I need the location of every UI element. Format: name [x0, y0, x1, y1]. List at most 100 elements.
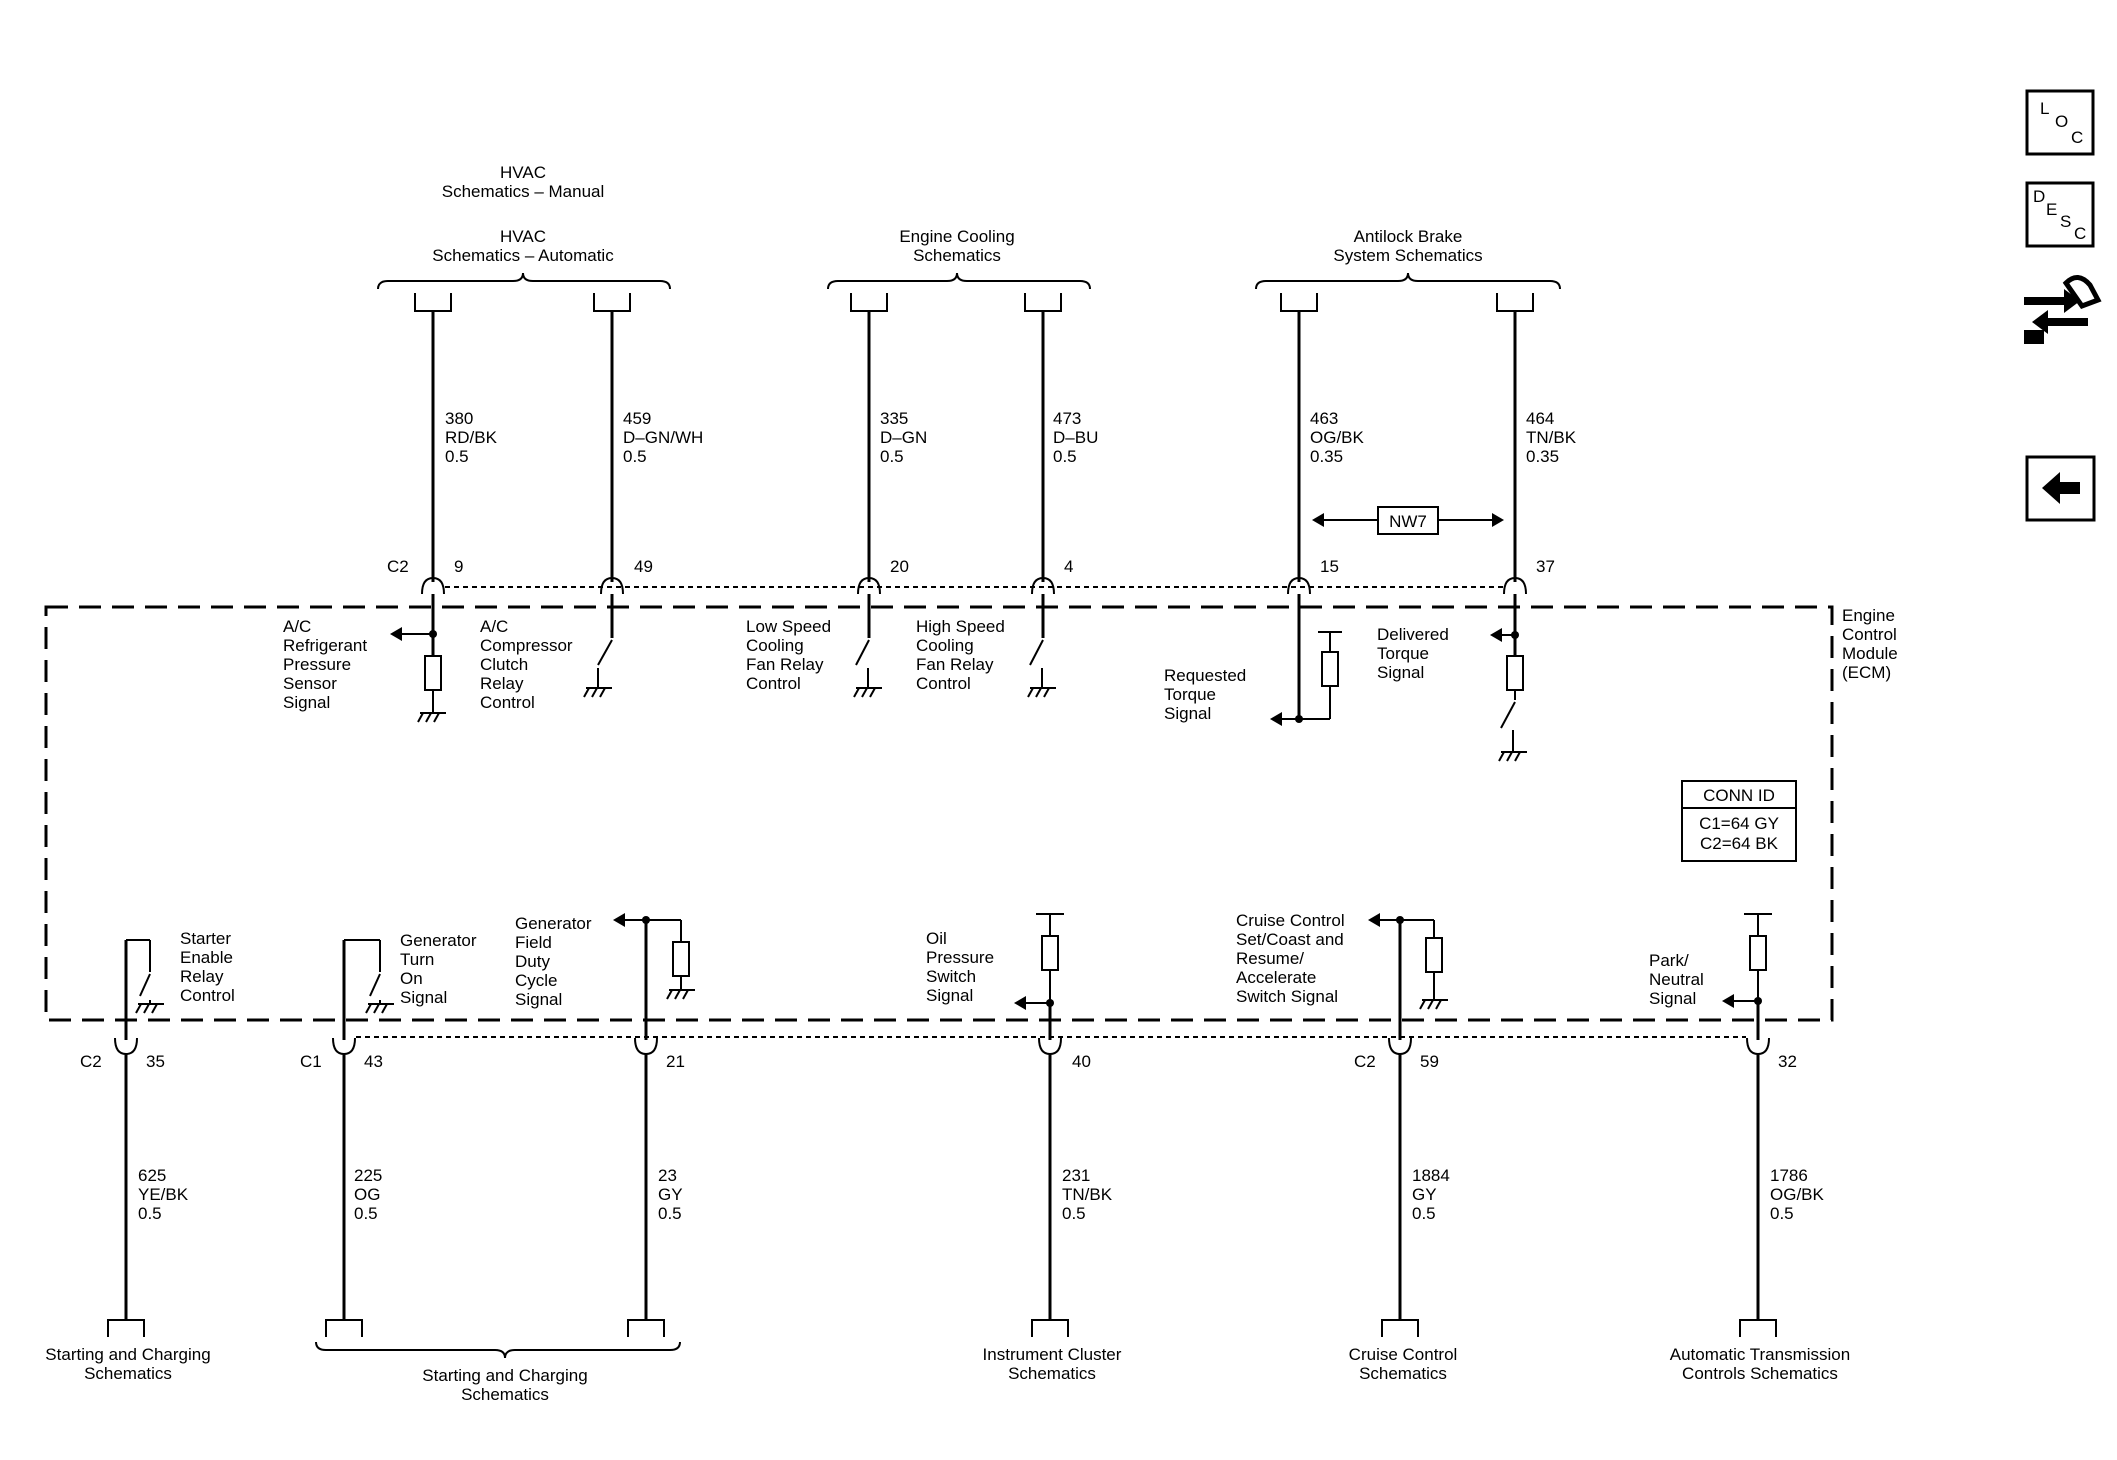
bottom-wire-pin-43: 225 OG 0.5: [325, 1054, 382, 1337]
svg-text:E: E: [2046, 200, 2057, 219]
loc-button[interactable]: L O C: [2025, 89, 2095, 156]
pin-59: 59: [1420, 1052, 1439, 1071]
bottom-wire-pin-21: 23 GY 0.5: [627, 1054, 683, 1337]
generator-field-label: Generator Field Duty Cycle Signal: [515, 914, 596, 1009]
low-speed-fan-label: Low Speed Cooling Fan Relay Control: [746, 617, 836, 693]
svg-text:D–GN: D–GN: [880, 428, 927, 447]
ac-compressor-switch: [583, 594, 614, 698]
svg-text:0.5: 0.5: [138, 1204, 162, 1223]
ac-refrigerant-label: A/C Refrigerant Pressure Sensor Signal: [283, 617, 372, 712]
svg-text:0.5: 0.5: [445, 447, 469, 466]
generator-field-circuit: [613, 913, 695, 1040]
back-arrow-button[interactable]: [2025, 455, 2096, 522]
oil-pressure-label: Oil Pressure Switch Signal: [926, 929, 999, 1005]
svg-text:231: 231: [1062, 1166, 1090, 1185]
svg-text:335: 335: [880, 409, 908, 428]
starter-enable-label: Starter Enable Relay Control: [180, 929, 238, 1005]
svg-text:GY: GY: [1412, 1185, 1437, 1204]
bottom-wire-pin-40: 231 TN/BK 0.5: [1031, 1054, 1113, 1337]
pin-4: 4: [1064, 557, 1073, 576]
svg-text:464: 464: [1526, 409, 1554, 428]
svg-text:Instrument Cluster: Instrument Cluster: [983, 1345, 1122, 1364]
svg-text:OG/BK: OG/BK: [1770, 1185, 1825, 1204]
svg-text:Cruise Control: Cruise Control: [1349, 1345, 1458, 1364]
svg-text:GY: GY: [658, 1185, 683, 1204]
svg-text:C: C: [2071, 128, 2083, 147]
svg-text:Schematics: Schematics: [461, 1385, 549, 1404]
delivered-torque-label: Delivered Torque Signal: [1377, 625, 1454, 682]
svg-text:TN/BK: TN/BK: [1526, 428, 1577, 447]
svg-text:0.5: 0.5: [1062, 1204, 1086, 1223]
svg-text:Controls Schematics: Controls Schematics: [1682, 1364, 1838, 1383]
delivered-torque-circuit: [1490, 594, 1527, 762]
connector-label-top-c2: C2: [387, 557, 409, 576]
top-wire-pin-37: 464 TN/BK 0.35: [1496, 293, 1577, 582]
bottom-destination-starting-charging-2[interactable]: Starting and Charging Schematics: [315, 1341, 681, 1404]
bottom-destination-instrument-cluster[interactable]: Instrument Cluster Schematics: [983, 1345, 1122, 1383]
svg-text:Antilock Brake: Antilock Brake: [1354, 227, 1463, 246]
svg-text:Schematics: Schematics: [1008, 1364, 1096, 1383]
svg-text:459: 459: [623, 409, 651, 428]
bottom-wire-pin-35: 625 YE/BK 0.5: [107, 1054, 189, 1337]
starter-enable-circuit: [124, 939, 164, 1040]
top-connector-cavities: [421, 576, 1527, 595]
top-destination-hvac[interactable]: HVAC Schematics – Manual HVAC Schematics…: [377, 163, 671, 290]
svg-text:D–GN/WH: D–GN/WH: [623, 428, 703, 447]
top-destination-engine-cooling[interactable]: Engine Cooling Schematics: [827, 227, 1091, 290]
svg-text:0.5: 0.5: [1412, 1204, 1436, 1223]
high-speed-fan-label: High Speed Cooling Fan Relay Control: [916, 617, 1010, 693]
cruise-control-label: Cruise Control Set/Coast and Resume/ Acc…: [1236, 911, 1349, 1006]
svg-text:Schematics: Schematics: [1359, 1364, 1447, 1383]
svg-text:380: 380: [445, 409, 473, 428]
svg-text:C1=64 GY: C1=64 GY: [1699, 814, 1779, 833]
connector-label-bottom-c2-b: C2: [1354, 1052, 1376, 1071]
top-destination-antilock-brake[interactable]: Antilock Brake System Schematics: [1255, 227, 1561, 290]
pin-37: 37: [1536, 557, 1555, 576]
ecm-module-boundary: [44, 605, 1834, 1022]
bottom-destination-starting-charging-1[interactable]: Starting and Charging Schematics: [45, 1345, 210, 1383]
svg-text:CONN ID: CONN ID: [1703, 786, 1775, 805]
network-nw7: NW7: [1312, 506, 1504, 535]
svg-text:Starting and Charging: Starting and Charging: [45, 1345, 210, 1364]
pin-49: 49: [634, 557, 653, 576]
svg-text:C2=64 BK: C2=64 BK: [1700, 834, 1779, 853]
requested-torque-label: Requested Torque Signal: [1164, 666, 1251, 723]
svg-text:OG/BK: OG/BK: [1310, 428, 1365, 447]
svg-text:Schematics: Schematics: [913, 246, 1001, 265]
svg-text:473: 473: [1053, 409, 1081, 428]
top-wire-pin-49: 459 D–GN/WH 0.5: [593, 293, 703, 582]
cruise-control-circuit: [1368, 913, 1448, 1040]
svg-text:0.5: 0.5: [1770, 1204, 1794, 1223]
requested-torque-circuit: [1270, 594, 1342, 726]
svg-text:1884: 1884: [1412, 1166, 1450, 1185]
bottom-destination-automatic-transmission[interactable]: Automatic Transmission Controls Schemati…: [1670, 1345, 1850, 1383]
swap-arrows-icon[interactable]: [2024, 275, 2102, 344]
svg-text:1786: 1786: [1770, 1166, 1808, 1185]
svg-text:625: 625: [138, 1166, 166, 1185]
svg-text:Schematics: Schematics: [84, 1364, 172, 1383]
svg-text:HVAC: HVAC: [500, 163, 546, 182]
svg-text:0.5: 0.5: [658, 1204, 682, 1223]
svg-text:0.5: 0.5: [623, 447, 647, 466]
top-wire-pin-4: 473 D–BU 0.5: [1024, 293, 1098, 582]
desc-button[interactable]: D E S C: [2025, 181, 2095, 248]
bottom-destination-cruise-control[interactable]: Cruise Control Schematics: [1349, 1345, 1458, 1383]
svg-text:HVAC: HVAC: [500, 227, 546, 246]
pin-32: 32: [1778, 1052, 1797, 1071]
svg-text:D: D: [2033, 187, 2045, 206]
generator-turn-on-label: Generator Turn On Signal: [400, 931, 481, 1007]
oil-pressure-circuit: [1014, 913, 1064, 1040]
pin-43: 43: [364, 1052, 383, 1071]
high-speed-fan-switch: [1027, 594, 1056, 698]
pin-20: 20: [890, 557, 909, 576]
svg-text:NW7: NW7: [1389, 512, 1427, 531]
connector-label-bottom-c1: C1: [300, 1052, 322, 1071]
bottom-wire-pin-32: 1786 OG/BK 0.5: [1739, 1054, 1825, 1337]
pin-35: 35: [146, 1052, 165, 1071]
park-neutral-circuit: [1722, 913, 1772, 1040]
svg-text:OG: OG: [354, 1185, 380, 1204]
svg-text:0.5: 0.5: [1053, 447, 1077, 466]
svg-text:0.35: 0.35: [1526, 447, 1559, 466]
svg-text:Schematics – Automatic: Schematics – Automatic: [432, 246, 614, 265]
